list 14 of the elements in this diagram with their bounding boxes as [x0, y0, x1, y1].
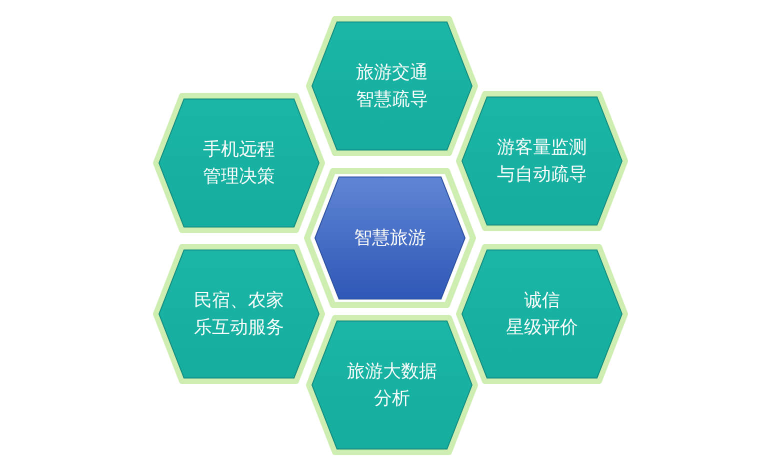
node-label: 手机远程管理决策 [203, 138, 275, 189]
hexagon-node [152, 243, 326, 385]
node-label: 民宿、农家乐互动服务 [194, 289, 284, 340]
node-label: 诚信星级评价 [506, 289, 578, 340]
node-label: 智慧旅游 [354, 226, 426, 250]
node-label: 游客量监测与自动疏导 [497, 136, 587, 187]
hexagon-node [305, 15, 479, 157]
node-label: 旅游交通智慧疏导 [356, 61, 428, 112]
hexagon-node [305, 314, 479, 456]
node-label: 旅游大数据分析 [347, 360, 437, 411]
hexagon-node [303, 167, 477, 309]
hexagon-node [455, 90, 629, 232]
hexagon-node [455, 243, 629, 385]
hexagon-node [152, 92, 326, 234]
